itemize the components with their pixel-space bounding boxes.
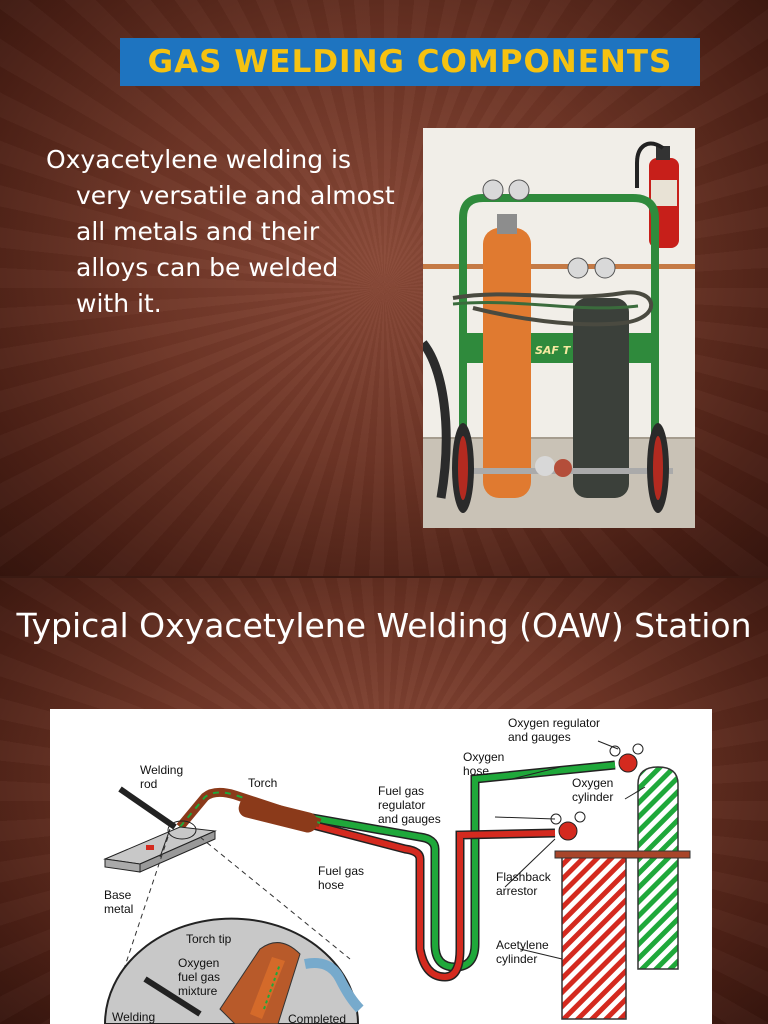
svg-text:cylinder: cylinder <box>572 790 613 804</box>
slide-gas-welding-components: GAS WELDING COMPONENTS Oxyacetylene weld… <box>0 0 768 576</box>
welding-cart-icon: SAF T CART <box>419 128 695 528</box>
welding-rod-icon <box>118 786 177 830</box>
oxygen-regulator-icon <box>618 753 638 773</box>
acetylene-cylinder-icon <box>561 853 627 1020</box>
label-torch: Torch <box>248 776 277 790</box>
bullet-text: Oxyacetylene welding is very versatile a… <box>46 145 395 318</box>
svg-text:metal: metal <box>104 902 133 916</box>
acetylene-cylinder-icon <box>567 257 629 498</box>
slide-oaw-station: Typical Oxyacetylene Welding (OAW) Stati… <box>0 578 768 1024</box>
oaw-diagram-svg: Oxygen regulator and gauges Oxygen hose … <box>103 716 691 1024</box>
label-oxygen-regulator: Oxygen regulator <box>508 716 600 730</box>
svg-text:arrestor: arrestor <box>496 884 537 898</box>
svg-text:hose: hose <box>318 878 344 892</box>
svg-text:fuel gas: fuel gas <box>178 970 220 984</box>
label-flashback-arrestor: Flashback <box>496 870 552 884</box>
svg-text:and gauges: and gauges <box>508 730 571 744</box>
oaw-station-diagram: Oxygen regulator and gauges Oxygen hose … <box>50 709 712 1024</box>
label-gas-mixture: Oxygen <box>178 956 219 970</box>
label-welding-inset: Welding <box>112 1010 155 1024</box>
label-torch-tip: Torch tip <box>186 932 232 946</box>
slide-title: GAS WELDING COMPONENTS <box>147 44 673 80</box>
fuel-regulator-icon <box>558 821 578 841</box>
svg-text:regulator: regulator <box>378 798 425 812</box>
oxygen-cylinder-icon <box>637 766 679 970</box>
label-welding-rod: Welding <box>140 763 183 777</box>
label-oxygen-cylinder: Oxygen <box>572 776 613 790</box>
label-fuel-hose: Fuel gas <box>318 864 364 878</box>
label-base-metal: Base <box>104 888 132 902</box>
slide2-title: Typical Oxyacetylene Welding (OAW) Stati… <box>16 606 752 645</box>
slide-title-box: GAS WELDING COMPONENTS <box>120 38 700 86</box>
svg-text:and gauges: and gauges <box>378 812 441 826</box>
label-oxygen-hose: Oxygen <box>463 750 504 764</box>
welding-cart-photo: SAF T CART <box>419 128 695 528</box>
svg-text:rod: rod <box>140 777 157 791</box>
svg-text:hose: hose <box>463 764 489 778</box>
label-completed: Completed <box>288 1012 346 1024</box>
svg-text:cylinder: cylinder <box>496 952 537 966</box>
magnified-inset <box>103 917 360 1024</box>
svg-text:mixture: mixture <box>178 984 218 998</box>
label-acetylene-cylinder: Acetylene <box>496 938 549 952</box>
label-fuel-regulator: Fuel gas <box>378 784 424 798</box>
